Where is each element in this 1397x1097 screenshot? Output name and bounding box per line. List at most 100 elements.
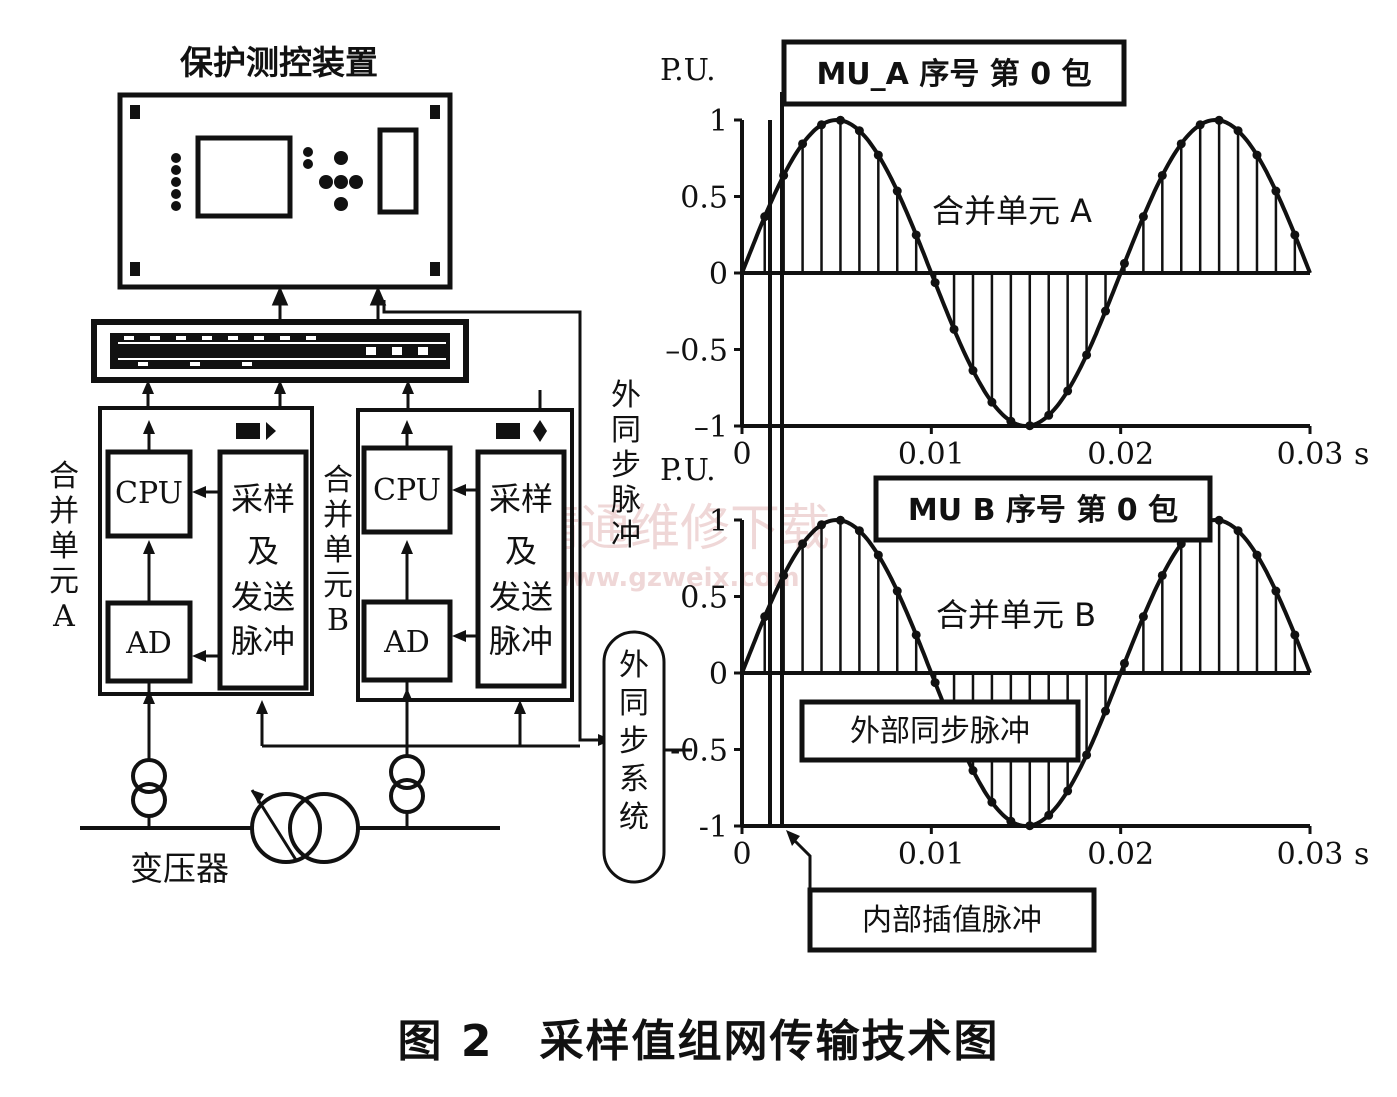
ext-pulse-char-2: 同: [611, 413, 641, 448]
y-axis-label: P.U.: [660, 453, 716, 488]
mu-a-label-2: 并: [49, 494, 79, 529]
sample-point: [892, 586, 902, 596]
sample-point: [760, 212, 770, 222]
network-switch: [91, 319, 469, 383]
watermark-url: www.gzweix.com: [548, 563, 800, 593]
mu-b-label-1: 合: [323, 463, 353, 498]
sample-point: [817, 120, 827, 130]
int-pulse-label: 内部插值脉冲: [862, 903, 1042, 938]
y-axis-label: P.U.: [660, 53, 716, 88]
mu-b-label-5: B: [327, 603, 349, 638]
sample-point: [854, 126, 864, 136]
sample-point: [1101, 706, 1111, 716]
mu-a-label-3: 单: [49, 529, 79, 564]
y-tick-label: 0.5: [680, 581, 728, 616]
sample-point: [1044, 410, 1054, 420]
packet-label-box: [873, 475, 1213, 543]
sample-point: [1082, 750, 1092, 760]
ext-sys-char-2: 同: [619, 686, 649, 721]
sample-point: [854, 526, 864, 536]
sample-point: [1252, 150, 1262, 160]
sample-point: [1082, 350, 1092, 360]
device-screen: [195, 135, 293, 219]
switch-to-device-links: [271, 286, 387, 322]
mu-a-cpu-box: [105, 449, 193, 539]
sample-point: [1233, 126, 1243, 136]
transformer-label: 变压器: [130, 849, 229, 888]
sample-point: [1044, 810, 1054, 820]
mu-a-label-5: A: [52, 599, 75, 634]
sample-point: [1025, 821, 1035, 831]
sample-point: [1006, 816, 1016, 826]
int-pulse-arrowhead: [786, 830, 800, 846]
x-tick-label: 0: [732, 437, 751, 472]
sample-point: [911, 230, 921, 240]
ext-sys-char-4: 系: [619, 762, 649, 797]
mu-b-label-2: 并: [323, 498, 353, 533]
y-tick-label: 0.5: [680, 181, 728, 216]
mu-a-sampler-line-4: 脉冲: [231, 622, 295, 660]
ext-pulse-box: [799, 699, 1081, 763]
sample-point: [1214, 115, 1224, 125]
sample-point: [817, 520, 827, 530]
y-tick-label: 0: [709, 257, 728, 292]
x-tick-label: 0.02: [1087, 837, 1154, 872]
sample-point: [1252, 550, 1262, 560]
mu-a-ad-box: [105, 600, 193, 684]
sample-point: [1233, 526, 1243, 536]
y-tick-label: -0.5: [670, 734, 728, 769]
mu-a-sampler-line-1: 采样: [231, 480, 295, 518]
sample-point: [798, 539, 808, 549]
y-tick-label: 1: [709, 104, 728, 139]
sample-point: [1290, 230, 1300, 240]
mu-a-label-1: 合: [49, 459, 79, 494]
mu-b-label-4: 元: [323, 568, 353, 603]
mu-b-cpu-label: CPU: [373, 473, 441, 508]
sample-point: [1063, 386, 1073, 396]
mu-b-sampler-line-1: 采样: [489, 480, 553, 518]
sample-point: [1195, 120, 1205, 130]
merging-unit-b: CPU AD 采样 及 发送 脉冲: [356, 380, 574, 702]
sample-point: [930, 678, 940, 688]
sample-point: [1157, 570, 1167, 580]
sample-point: [1119, 258, 1129, 268]
sample-point: [1063, 786, 1073, 796]
sample-point: [930, 278, 940, 288]
sample-point: [873, 150, 883, 160]
ext-sys-char-5: 统: [619, 800, 649, 835]
x-tick-label: 0.01: [898, 437, 965, 472]
sample-point: [911, 630, 921, 640]
sample-point: [1006, 416, 1016, 426]
sample-point: [987, 797, 997, 807]
mu-b-cpu-box: [361, 445, 453, 535]
ext-pulse-char-5: 冲: [611, 518, 641, 553]
series-label: 合并单元 A: [932, 192, 1092, 230]
sample-point: [1157, 170, 1167, 180]
y-tick-label: 1: [709, 504, 728, 539]
x-tick-label: 0: [732, 837, 751, 872]
ext-sys-char-1: 外: [619, 648, 649, 683]
device-title: 保护测控装置: [180, 43, 378, 82]
sample-point: [798, 139, 808, 149]
ext-pulse-char-4: 脉: [611, 483, 641, 518]
sample-point: [1138, 612, 1148, 622]
packet-label: MU B 序号 第 0 包: [908, 493, 1178, 528]
x-tick-label: 0.03: [1277, 837, 1344, 872]
sample-point: [892, 186, 902, 196]
sample-point: [1025, 421, 1035, 431]
x-unit-label: s: [1354, 437, 1369, 472]
sample-point: [1290, 630, 1300, 640]
pulse-marker-lines: [768, 92, 784, 826]
mu-b-ad-label: AD: [383, 625, 430, 660]
sample-point: [1119, 658, 1129, 668]
sample-point: [1101, 306, 1111, 316]
mu-a-cpu-label: CPU: [115, 476, 183, 511]
ext-pulse-char-3: 步: [611, 448, 641, 483]
mu-b-sampler-line-3: 发送: [489, 578, 553, 616]
y-tick-label: 0: [709, 657, 728, 692]
sample-point: [1271, 586, 1281, 596]
mu-b-sampler-line-2: 及: [505, 532, 537, 570]
sample-point: [1214, 515, 1224, 525]
figure-caption: 图 2 采样值组网传输技术图: [397, 1016, 1000, 1067]
